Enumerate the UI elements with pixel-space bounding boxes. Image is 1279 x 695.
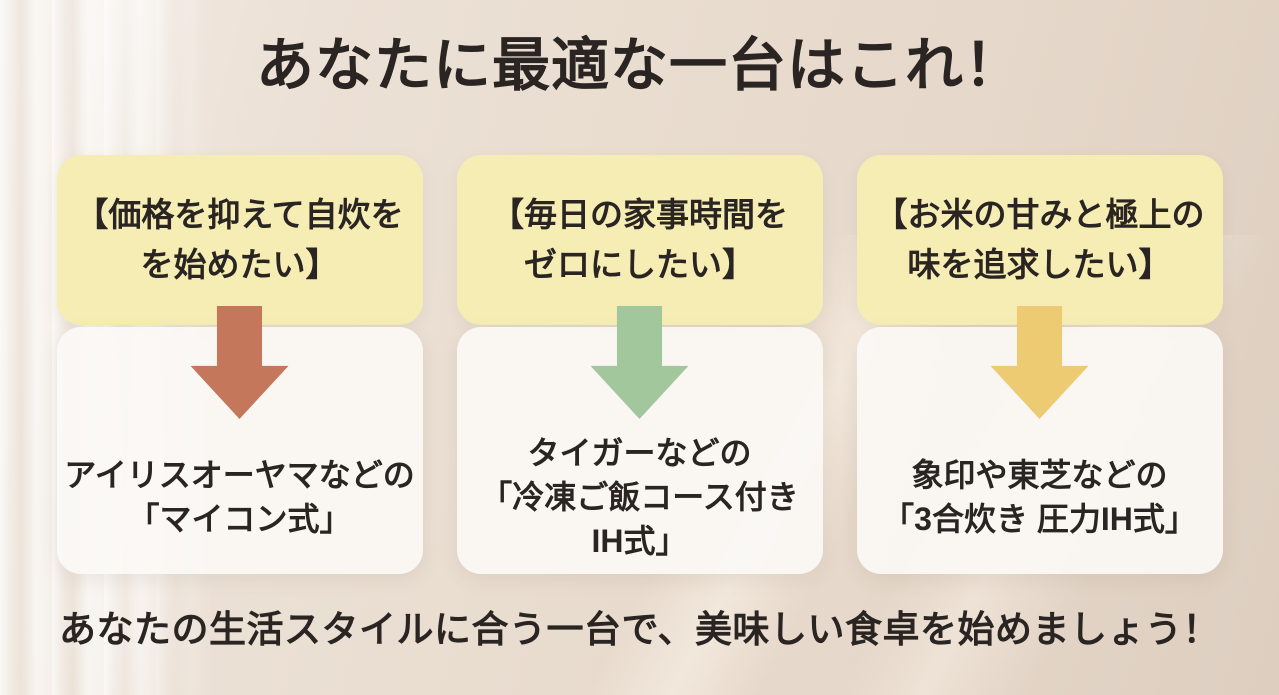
column-pressure-ih: 【お米の甘みと極上の 味を追求したい】 象印や東芝などの 「3合炊き 圧力IH式…	[856, 155, 1223, 574]
recommendation-line: 象印や東芝などの	[911, 456, 1168, 493]
recommendation-line: アイリスオーヤマなどの	[64, 456, 415, 493]
infographic: あなたに最適な一台はこれ！ 【価格を抑えて自炊を を始めたい】 アイリスオーヤマ…	[0, 33, 1279, 650]
need-line: を始めたい】	[140, 246, 339, 283]
page-title: あなたに最適な一台はこれ！	[255, 33, 1023, 98]
need-line: 【価格を抑えて自炊を	[75, 196, 404, 233]
recommendation-line: 「冷凍ご飯コース付き	[480, 478, 799, 515]
need-line: 【お米の甘みと極上の	[874, 196, 1205, 233]
need-box: 【価格を抑えて自炊を を始めたい】	[56, 155, 423, 325]
recommendation-line: IH式」	[591, 522, 688, 559]
column-mycom: 【価格を抑えて自炊を を始めたい】 アイリスオーヤマなどの 「マイコン式」	[56, 155, 423, 574]
need-line: 【毎日の家事時間を	[491, 196, 788, 233]
footer-text: あなたの生活スタイルに合う一台で、美味しい食卓を始めましょう！	[58, 609, 1221, 650]
recommendation-line: 「マイコン式」	[127, 500, 352, 537]
need-box: 【毎日の家事時間を ゼロにしたい】	[456, 155, 823, 325]
columns-row: 【価格を抑えて自炊を を始めたい】 アイリスオーヤマなどの 「マイコン式」 【毎…	[0, 155, 1279, 574]
need-line: 味を追求したい】	[907, 246, 1172, 283]
need-line: ゼロにしたい】	[524, 246, 755, 283]
column-ih-frozen: 【毎日の家事時間を ゼロにしたい】 タイガーなどの 「冷凍ご飯コース付き IH式…	[456, 155, 823, 574]
recommendation-line: 「3合炊き 圧力IH式」	[882, 500, 1197, 537]
need-box: 【お米の甘みと極上の 味を追求したい】	[856, 155, 1223, 325]
recommendation-line: タイガーなどの	[527, 434, 752, 471]
